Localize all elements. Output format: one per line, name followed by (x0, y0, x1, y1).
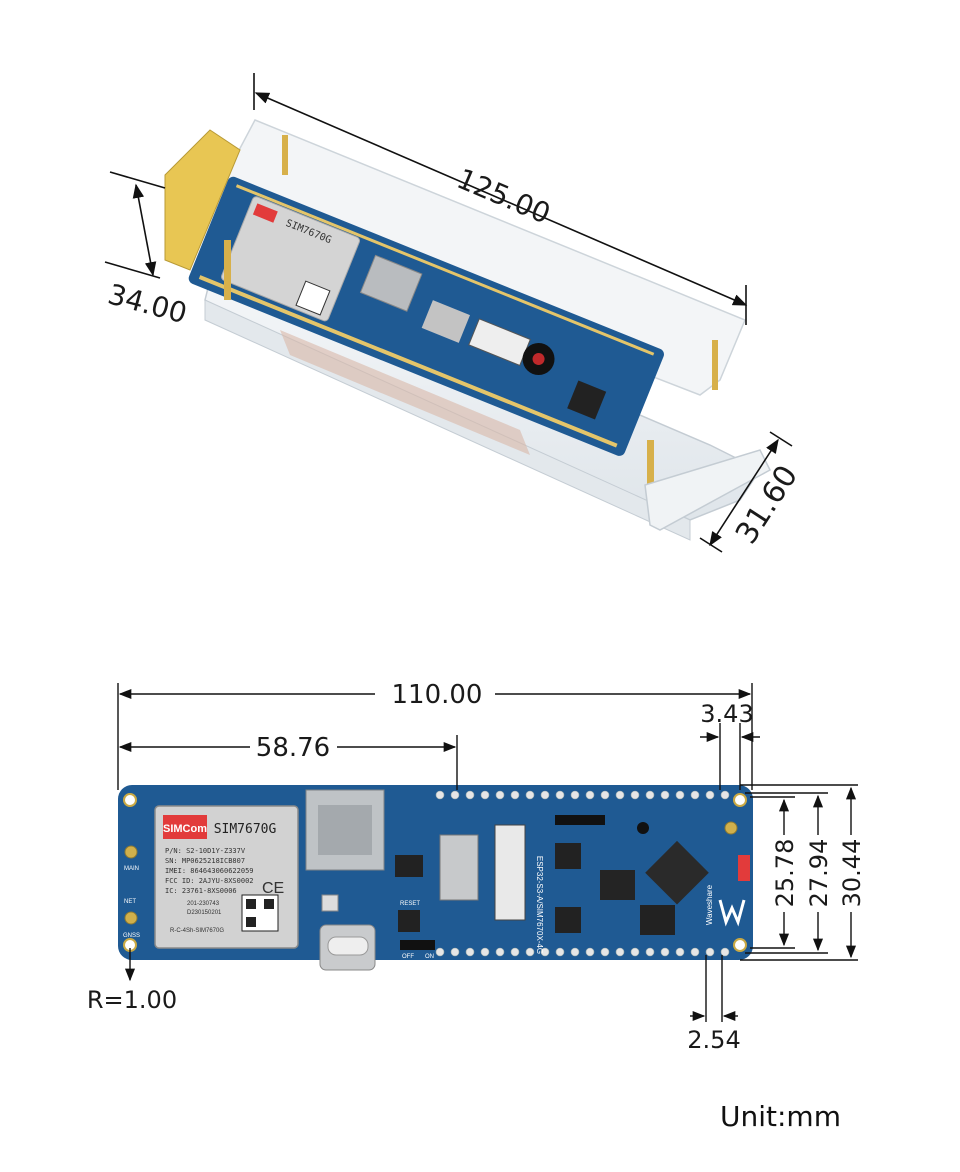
module-fcc: FCC ID: 2AJYU-8XS0002 (165, 877, 254, 885)
module-sn: SN: MP0625218ICB807 (165, 857, 245, 865)
antenna-net-label: NET (124, 899, 136, 905)
pin-header-top (435, 790, 730, 800)
module-pn: P/N: S2-10D1Y-Z337V (165, 847, 246, 855)
hole-spacing-inner-label: 25.78 (771, 839, 799, 908)
switch-off-label: OFF (402, 954, 414, 960)
antenna-connectors (124, 821, 738, 925)
enclosure-height-label: 34.00 (104, 278, 190, 331)
module-name: SIM7670G (214, 822, 277, 837)
reset-label: RESET (400, 901, 420, 907)
boot-button (321, 894, 339, 912)
board-length-label: 110.00 (392, 680, 483, 710)
mounting-holes (123, 793, 747, 952)
reset-button (398, 910, 420, 932)
antenna-main-label: MAIN (124, 866, 139, 872)
power-switch (400, 940, 435, 950)
module-ic: IC: 23761-8XS0006 (165, 887, 237, 895)
module-imei: IMEI: 864643060622059 (165, 867, 254, 875)
pin-header-bottom (435, 947, 730, 957)
unit-label: Unit:mm (720, 1100, 841, 1133)
module-cert1: 201-230743 (187, 901, 220, 907)
board-name: ESP32-S3-A/SIM7670X-4G (535, 856, 544, 954)
pin-pitch-label: 2.54 (687, 1026, 740, 1054)
ce-mark: CE (262, 880, 284, 897)
gnss-antenna (164, 129, 241, 271)
tf-card-slot (439, 834, 479, 901)
enclosure-dimensions (104, 73, 793, 553)
module-rc: R-C-4Sh-SIM7670G (170, 928, 224, 934)
corner-radius-label: R=1.00 (87, 986, 177, 1014)
module-brand: SIMCom (163, 823, 207, 835)
switch-on-label: ON (425, 954, 434, 960)
camera-fpc-connector (494, 824, 526, 921)
board-width-label: 30.44 (838, 839, 866, 908)
esp32-chip (645, 840, 709, 905)
board-view: SIMCom SIM7670G P/N: S2-10D1Y-Z337V SN: … (118, 785, 753, 971)
hole-spacing-mid-label: 27.94 (805, 839, 833, 908)
waveshare-logo (718, 899, 746, 927)
antenna-gnss-label: GNSS (123, 933, 140, 939)
module-cert2: D230150201 (187, 910, 222, 916)
edge-offset-label: 3.43 (700, 700, 753, 728)
hole-offset-label: 58.76 (256, 733, 330, 763)
board-dimensions (117, 683, 858, 1022)
brand-label: Waveshare (705, 884, 714, 925)
